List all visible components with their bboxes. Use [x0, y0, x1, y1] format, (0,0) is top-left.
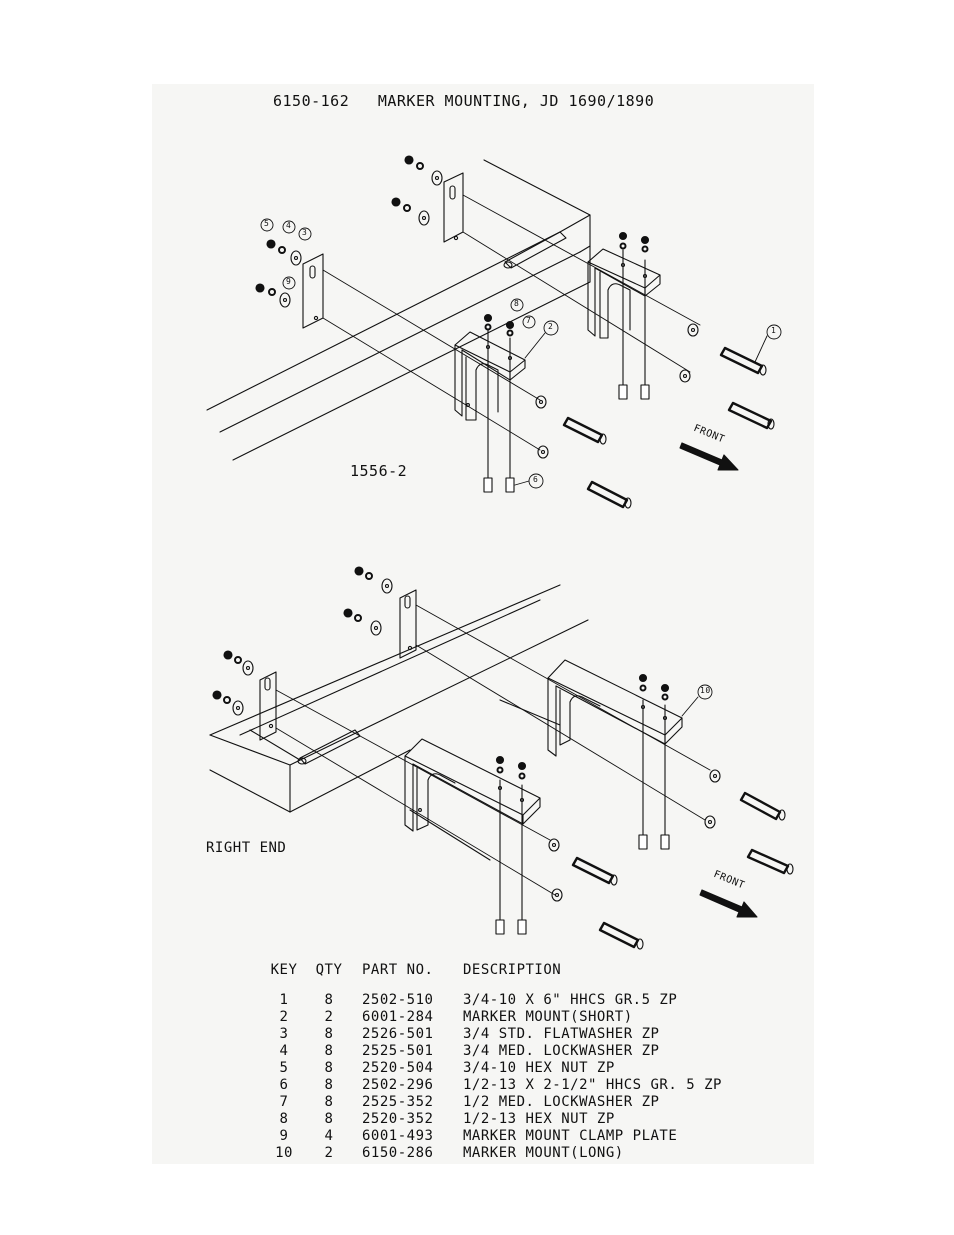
- cell-description: 3/4-10 X 6" HHCS GR.5 ZP: [463, 992, 678, 1008]
- header-description: DESCRIPTION: [463, 962, 562, 978]
- callout-3: 3: [302, 228, 308, 237]
- cell-description: MARKER MOUNT(SHORT): [463, 1009, 633, 1025]
- cell-qty: 8: [324, 1060, 334, 1076]
- marker-mount-long: [404, 738, 541, 832]
- callout-balloons: [681, 684, 713, 717]
- view-label: RIGHT END: [206, 840, 287, 856]
- bolt-centerlines: [275, 604, 711, 896]
- cell-description: 1/2-13 HEX NUT ZP: [463, 1111, 615, 1127]
- callout-10: 10: [700, 686, 711, 695]
- drawing-sheet: [152, 84, 814, 1164]
- cell-description: 1/2 MED. LOCKWASHER ZP: [463, 1094, 660, 1110]
- drawing-number: 1556-2: [350, 462, 408, 480]
- marker-mount-short: [587, 248, 661, 339]
- cell-qty: 4: [324, 1128, 334, 1144]
- clamp-plate: [443, 172, 464, 243]
- cell-part-no: 6001-284: [362, 1009, 434, 1025]
- bolt-centerlines: [322, 194, 701, 451]
- cell-part-no: 2520-352: [362, 1111, 434, 1127]
- cell-key: 1: [279, 992, 289, 1008]
- top-view: [206, 155, 782, 509]
- callout-8: 8: [514, 299, 520, 308]
- bottom-view: [209, 566, 794, 950]
- cell-key: 2: [279, 1009, 289, 1025]
- cell-key: 7: [279, 1094, 289, 1110]
- cell-description: 3/4 MED. LOCKWASHER ZP: [463, 1043, 660, 1059]
- callout-2: 2: [548, 322, 554, 331]
- cell-qty: 8: [324, 1077, 334, 1093]
- callout-6: 6: [533, 475, 539, 484]
- cell-part-no: 6001-493: [362, 1128, 434, 1144]
- cell-key: 4: [279, 1043, 289, 1059]
- cell-description: 3/4 STD. FLATWASHER ZP: [463, 1026, 660, 1042]
- small-bolts: [483, 231, 650, 493]
- cell-description: MARKER MOUNT(LONG): [463, 1145, 624, 1161]
- cell-description: 1/2-13 X 2-1/2" HHCS GR. 5 ZP: [463, 1077, 722, 1093]
- callout-7: 7: [526, 316, 532, 325]
- cell-part-no: 2526-501: [362, 1026, 434, 1042]
- cell-qty: 8: [324, 1094, 334, 1110]
- clamp-plate: [259, 671, 277, 741]
- cell-key: 8: [279, 1111, 289, 1127]
- cell-description: 3/4-10 HEX NUT ZP: [463, 1060, 615, 1076]
- header-part-no: PART NO.: [362, 962, 434, 978]
- cell-part-no: 2502-510: [362, 992, 434, 1008]
- toolbar-beam-end: [209, 584, 589, 861]
- cell-key: 6: [279, 1077, 289, 1093]
- cell-qty: 8: [324, 1043, 334, 1059]
- callout-5: 5: [264, 219, 270, 228]
- pivot-rod: [503, 231, 567, 269]
- cell-qty: 2: [324, 1009, 334, 1025]
- cell-key: 10: [275, 1145, 293, 1161]
- cell-key: 5: [279, 1060, 289, 1076]
- callout-4: 4: [286, 221, 292, 230]
- toolbar-beam: [206, 159, 591, 461]
- cell-key: 3: [279, 1026, 289, 1042]
- front-arrow-icon: [679, 442, 739, 471]
- hardware-stack: [255, 155, 443, 308]
- cell-qty: 8: [324, 1026, 334, 1042]
- cell-part-no: 2525-352: [362, 1094, 434, 1110]
- callout-1: 1: [771, 326, 777, 335]
- cell-part-no: 6150-286: [362, 1145, 434, 1161]
- cell-key: 9: [279, 1128, 289, 1144]
- long-bolts: [535, 323, 775, 509]
- header-qty: QTY: [315, 962, 343, 978]
- front-arrow-icon: [699, 889, 758, 918]
- cell-qty: 2: [324, 1145, 334, 1161]
- clamp-plate: [302, 253, 324, 329]
- long-bolts: [548, 769, 794, 950]
- page-title: 6150-162 MARKER MOUNTING, JD 1690/1890: [273, 92, 655, 110]
- marker-mount-short: [454, 331, 526, 421]
- cell-qty: 8: [324, 992, 334, 1008]
- cell-part-no: 2525-501: [362, 1043, 434, 1059]
- callout-balloons: [260, 218, 782, 489]
- small-bolts: [495, 673, 670, 935]
- cell-part-no: 2520-504: [362, 1060, 434, 1076]
- cell-part-no: 2502-296: [362, 1077, 434, 1093]
- marker-mount-long: [547, 659, 683, 757]
- clamp-plate: [399, 589, 417, 659]
- callout-9: 9: [286, 277, 292, 286]
- cell-description: MARKER MOUNT CLAMP PLATE: [463, 1128, 678, 1144]
- hardware-stack: [212, 566, 393, 716]
- header-key: KEY: [270, 962, 298, 978]
- cell-qty: 8: [324, 1111, 334, 1127]
